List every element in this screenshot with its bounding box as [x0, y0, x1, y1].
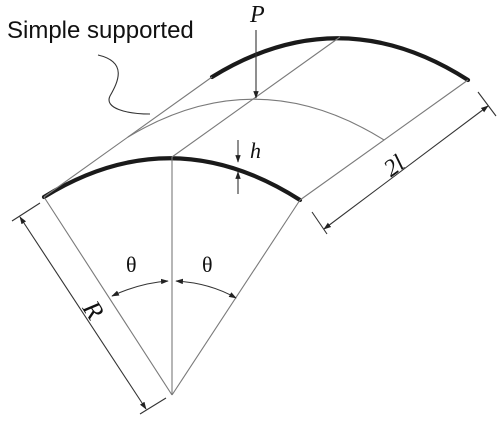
- radius-label: R: [76, 295, 110, 325]
- length-dimension-line: [323, 105, 489, 230]
- support-pointer-curve: [97, 54, 151, 115]
- midspan-arc: [127, 98, 385, 141]
- support-label: Simple supported: [7, 17, 194, 44]
- angle-arc-left: [111, 278, 169, 297]
- thickness-label: h: [250, 138, 261, 163]
- radius-ext-top: [11, 202, 41, 222]
- back-shell-edge: [209, 36, 471, 83]
- length-label: 2l: [379, 150, 410, 182]
- load-label: P: [249, 2, 265, 28]
- radius-dimension-line: [19, 216, 147, 410]
- angle-right-label: θ: [202, 252, 213, 277]
- length-ext-front: [311, 211, 328, 235]
- length-ext-back: [477, 91, 497, 117]
- radius-ext-bottom: [139, 397, 167, 415]
- angle-left-label: θ: [126, 252, 137, 277]
- angle-arc-right: [175, 278, 237, 299]
- radius-left-line: [43, 196, 173, 396]
